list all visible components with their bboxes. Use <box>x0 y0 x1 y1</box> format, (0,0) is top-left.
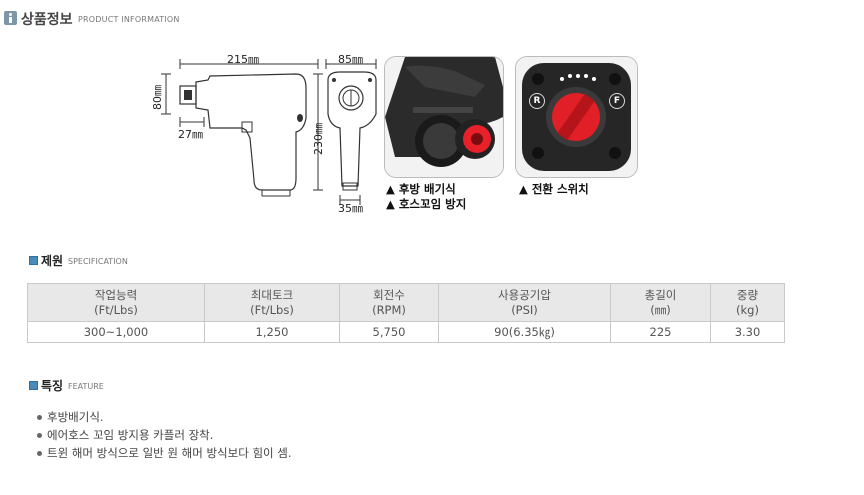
spec-header-cell: 최대토크(Ft/Lbs) <box>204 283 340 322</box>
feature-item: 후방배기식. <box>47 410 104 424</box>
caption-switch: ▲ 전환 스위치 <box>519 182 589 196</box>
bullet-icon <box>37 433 42 438</box>
reverse-marker: R <box>529 93 545 109</box>
spec-bullet-icon <box>29 256 38 265</box>
feature-item: 트윈 해머 방식으로 일반 원 해머 방식보다 힘이 셈. <box>47 446 292 460</box>
spec-header-cell: 사용공기압(PSI) <box>438 283 611 322</box>
feature-subtitle: FEATURE <box>68 382 104 391</box>
page-title: 상품정보 <box>21 12 73 28</box>
tool-dimension-drawing <box>161 59 319 197</box>
caption-hose-twist: ▲ 호스꼬임 방지 <box>386 197 467 211</box>
spec-title: 제원 <box>41 254 64 268</box>
dimension-base: 35㎜ <box>338 202 363 215</box>
direction-switch-photo: R F <box>515 56 638 178</box>
feature-item: 에어호스 꼬임 방지용 카플러 장착. <box>47 428 214 442</box>
spec-table: 작업능력(Ft/Lbs) 최대토크(Ft/Lbs) 회전수(RPM) 사용공기압… <box>27 283 785 343</box>
dimension-total-height: 230㎜ <box>312 123 325 155</box>
forward-marker: F <box>609 93 625 109</box>
bullet-icon <box>37 415 42 420</box>
feature-bullet-icon <box>29 381 38 390</box>
dimension-anvil: 27㎜ <box>178 128 203 141</box>
spec-header-cell: 총길이(㎜) <box>610 283 711 322</box>
spec-value-cell: 5,750 <box>339 321 439 343</box>
bullet-icon <box>37 451 42 456</box>
caption-rear-exhaust: ▲ 후방 배기식 <box>386 182 456 196</box>
info-icon <box>4 11 17 25</box>
dimension-height: 80㎜ <box>151 85 164 110</box>
spec-header-cell: 중량(kg) <box>710 283 785 322</box>
spec-header-row: 작업능력(Ft/Lbs) 최대토크(Ft/Lbs) 회전수(RPM) 사용공기압… <box>27 283 785 322</box>
spec-value-cell: 225 <box>610 321 711 343</box>
tool-front-view <box>313 59 377 205</box>
dimension-width: 85㎜ <box>338 53 363 66</box>
spec-value-cell: 90(6.35㎏) <box>438 321 611 343</box>
page-subtitle: PRODUCT INFORMATION <box>78 15 180 24</box>
spec-value-row: 300~1,000 1,250 5,750 90(6.35㎏) 225 3.30 <box>27 321 785 343</box>
spec-subtitle: SPECIFICATION <box>68 257 128 266</box>
feature-title: 특징 <box>41 379 64 393</box>
spec-value-cell: 300~1,000 <box>27 321 205 343</box>
spec-value-cell: 1,250 <box>204 321 340 343</box>
rear-exhaust-photo <box>384 56 504 178</box>
spec-header-cell: 회전수(RPM) <box>339 283 439 322</box>
spec-value-cell: 3.30 <box>710 321 785 343</box>
dimension-length: 215㎜ <box>227 53 259 66</box>
spec-header-cell: 작업능력(Ft/Lbs) <box>27 283 205 322</box>
